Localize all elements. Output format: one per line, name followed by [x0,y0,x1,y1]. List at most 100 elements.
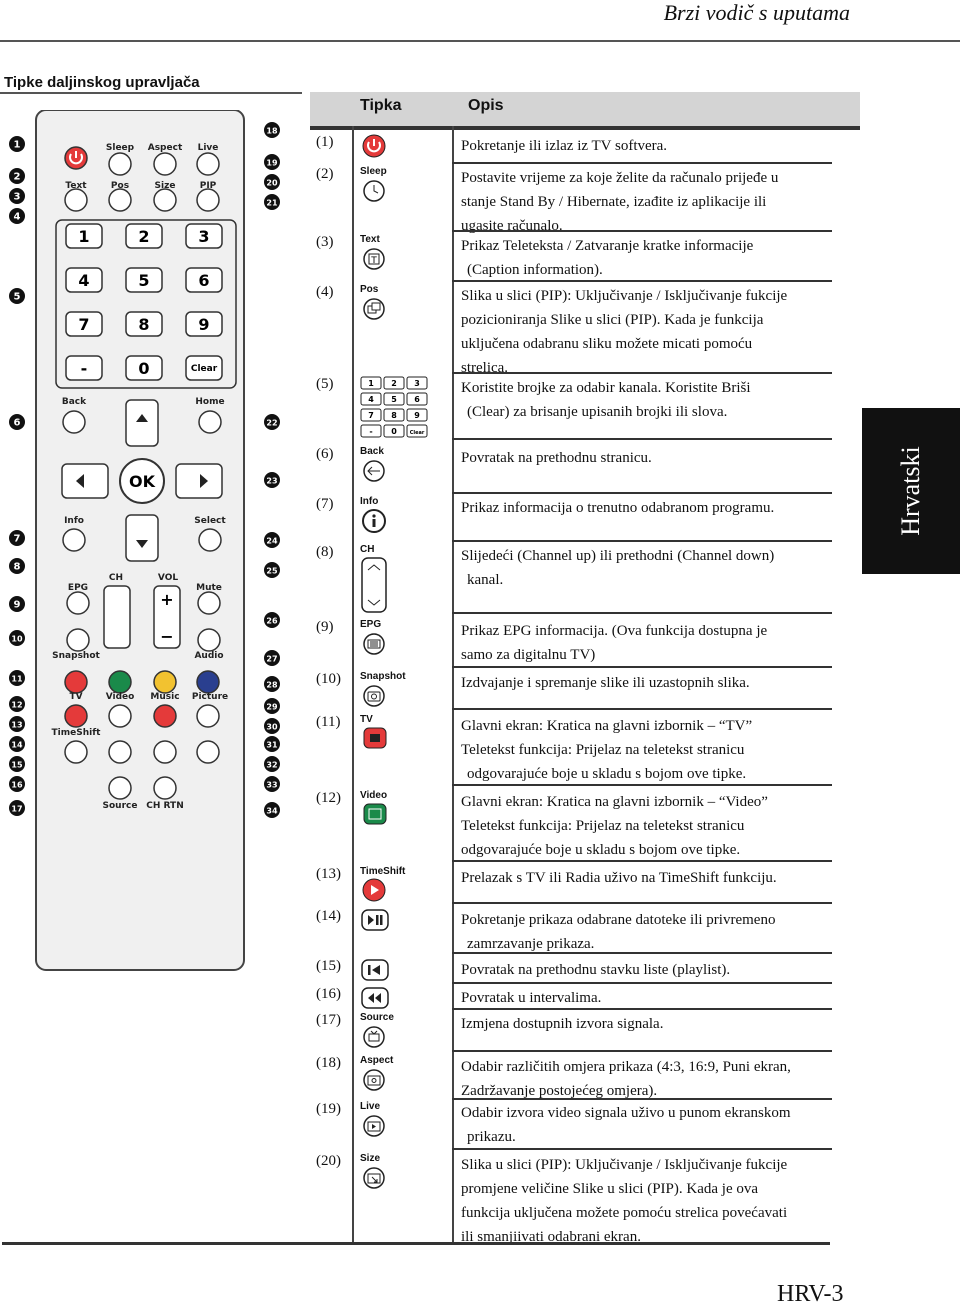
callout-number: 8 [14,562,21,573]
remote-label: CH RTN [146,801,183,811]
key-label: Aspect [360,1055,394,1066]
row-description: Prelazak s TV ili Radia uživo na TimeShi… [461,866,831,890]
column-divider [452,126,454,1244]
remote-label: Sleep [106,143,135,153]
remote-label: Aspect [148,143,183,153]
keypad-button [65,267,103,293]
svg-text:5: 5 [391,395,397,404]
row-description: Odabir različitih omjera prikaza (4:3, 1… [461,1055,831,1103]
description-line: Postavite vrijeme za koje želite da raču… [461,170,779,186]
remote-label: EPG [68,583,88,593]
svg-text:9: 9 [414,411,420,420]
row-description: Prikaz Teleteksta / Zatvaranje kratke in… [461,234,831,282]
row-description: Prikaz EPG informacija. (Ova funkcija do… [461,619,831,667]
remote-label: CH [109,573,123,583]
remote-label: Picture [192,692,228,702]
column-header-description: Opis [468,97,504,114]
camera-icon: Snapshot [360,671,406,714]
row-description: Slika u slici (PIP): Uključivanje / Iskl… [461,284,831,380]
rewind-icon [360,986,390,1017]
remote-label: Music [150,692,179,702]
row-description: Koristite brojke za odabir kanala. Koris… [461,376,831,424]
callout-marker [9,558,25,574]
callout-number: 27 [266,655,277,664]
channel-rocker [103,585,131,649]
row-separator [452,438,832,440]
right-button [175,463,223,499]
picture-button [196,670,220,694]
row-separator [452,612,832,614]
keypad-label: 0 [138,359,149,378]
row-number: (6) [316,446,334,462]
record-button [153,704,177,728]
remote-label: Back [62,397,87,407]
row-number: (9) [316,619,334,635]
svg-text:7: 7 [368,411,374,420]
keypad-label: 5 [138,271,149,290]
down-arrow-icon [136,540,148,548]
callout-number: 24 [266,537,278,546]
keypad-button [125,223,163,249]
callout-marker [264,776,280,792]
snapshot-button [66,628,90,652]
row-description: Odabir izvora video signala uživo u puno… [461,1101,831,1149]
key-label: Sleep [360,166,387,177]
callout-marker [264,472,280,488]
description-line: Povratak na prethodnu stavku liste (play… [461,962,731,978]
left-arrow-icon [76,474,84,488]
row-number: (17) [316,1012,341,1028]
power-icon [69,151,83,165]
description-line: Slika u slici (PIP): Uključivanje / Iskl… [461,1157,788,1173]
key-label: TV [360,714,373,725]
callout-marker [9,630,25,646]
left-button [61,463,109,499]
keypad-button [185,311,223,337]
description-line: prikazu. [467,1129,516,1145]
callout-marker [9,208,25,224]
row-separator [452,860,832,862]
up-arrow-icon [136,414,148,422]
row-description: Povratak na prethodnu stavku liste (play… [461,958,831,982]
right-arrow-icon [200,474,208,488]
description-line: Glavni ekran: Kratica na glavni izbornik… [461,718,753,734]
row-number: (5) [316,376,334,392]
callout-number: 14 [11,741,23,750]
callout-number: 28 [266,681,278,690]
callout-marker [264,174,280,190]
callout-number: 4 [14,212,21,223]
svg-text:3: 3 [414,379,420,388]
svg-text:-: - [369,427,372,436]
row-number: (19) [316,1101,341,1117]
callout-marker [264,194,280,210]
description-line: (Caption information). [467,262,603,278]
row-number: (2) [316,166,334,182]
description-line: zamrzavanje prikaza. [467,936,595,952]
row-description: Glavni ekran: Kratica na glavni izbornik… [461,714,831,786]
keypad-button [185,267,223,293]
key-label: Size [360,1153,381,1164]
video-icon: Video [360,790,390,833]
callout-marker [264,612,280,628]
callout-number: 30 [266,723,278,732]
keypad-label: 7 [78,315,89,334]
keypad-label: 8 [138,315,149,334]
callout-number: 33 [266,781,277,790]
svg-text:8: 8 [391,411,397,420]
language-tab: Hrvatski [862,408,960,574]
channel-icon: CH [360,544,390,619]
callout-marker [9,696,25,712]
pip-button [196,188,220,212]
callout-marker [9,776,25,792]
callout-number: 22 [266,419,277,428]
callout-marker [9,188,25,204]
callout-marker [9,414,25,430]
description-line: funkcija uključena možete pomoću strelic… [461,1205,788,1221]
section-rule [0,92,302,94]
callout-marker [9,530,25,546]
callout-number: 23 [266,477,277,486]
info-icon: Info [360,496,390,539]
callout-number: 3 [14,192,21,203]
description-line: Slijedeći (Channel up) ili prethodni (Ch… [461,548,775,564]
description-line: Povratak u intervalima. [461,990,602,1006]
description-line: Pokretanje prikaza odabrane datoteke ili… [461,912,776,928]
